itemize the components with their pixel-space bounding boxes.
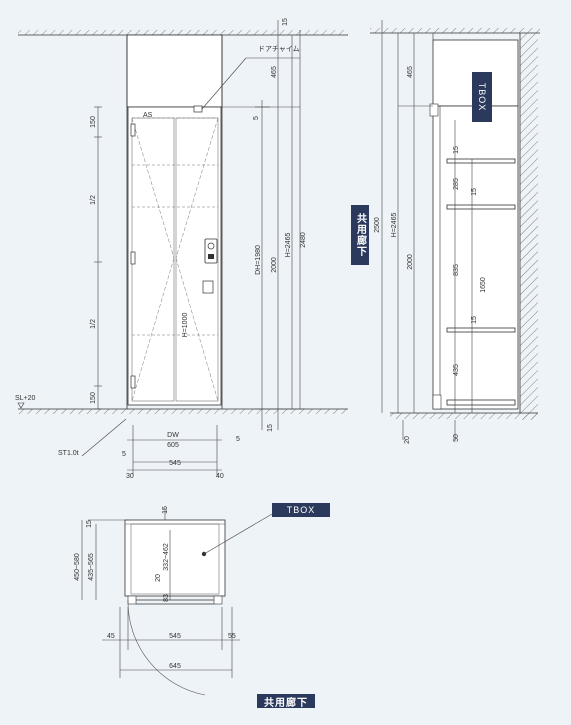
left-dimension-chain	[94, 106, 102, 410]
side-dimension-lines	[381, 20, 473, 440]
ceiling-hatch	[18, 30, 348, 35]
h2465-label: H=2465	[285, 233, 292, 258]
tbox-leader	[203, 513, 273, 555]
hinge-icon	[130, 251, 136, 265]
dim-2480: 2480	[300, 232, 307, 248]
plan-dim-20: 20	[155, 574, 162, 582]
dim-150-top: 150	[90, 116, 97, 128]
hinge-icon	[130, 123, 136, 137]
plan-dimension-lines	[81, 508, 240, 678]
corridor-tag-right: 共用廊下	[351, 205, 369, 265]
side-dim-465: 465	[407, 66, 414, 78]
door-chime-icon	[193, 105, 203, 113]
floor-hatch	[18, 409, 348, 414]
side-dim-285: 285	[453, 178, 460, 190]
door-chime-label: ドアチャイム	[258, 45, 300, 53]
plan-outer-box	[124, 519, 226, 597]
plan-dim-15-top: 15	[162, 506, 169, 514]
side-chime-icon	[429, 103, 439, 117]
dim-15-bottom: 15	[267, 424, 274, 432]
plan-dim-45: 45	[107, 633, 115, 640]
dim-150-bottom: 150	[90, 392, 97, 404]
dw-label: DW	[167, 432, 179, 439]
dim-465: 465	[271, 66, 278, 78]
right-dimension-lines	[222, 20, 305, 430]
plan-dim-55: 55	[228, 633, 236, 640]
plan-dim-645: 645	[169, 663, 181, 670]
side-dim-20: 20	[404, 436, 411, 444]
st-label: ST1.0t	[58, 450, 79, 457]
dim-half-bottom: 1/2	[90, 319, 97, 329]
plan-dim-15-left: 15	[86, 520, 93, 528]
plan-dim-545: 545	[169, 633, 181, 640]
upper-frame	[126, 34, 223, 108]
side-section: TBOX 2500 H=2465 465 2000 15 285 15 835 …	[370, 20, 540, 444]
side-shelves	[446, 158, 516, 406]
corridor-tag-bottom: 共用廊下	[257, 694, 315, 709]
plan-dim-332-462: 332~462	[163, 543, 170, 571]
side-dim-50: 50	[453, 434, 460, 442]
dh-label: DH=1980	[255, 245, 262, 275]
tbox-plan-tag: TBOX	[272, 503, 330, 517]
plan-view: 15 15 450~580 435~565 332~462 20 83 45 5…	[74, 506, 273, 696]
side-dim-835: 835	[453, 264, 460, 276]
dim-545: 545	[169, 460, 181, 467]
side-dim-15-b: 15	[471, 188, 478, 196]
sl-label: SL+20	[15, 395, 36, 402]
opening-diagonals	[131, 117, 219, 402]
tbox-plan-label: TBOX	[286, 505, 316, 515]
side-dim-435: 435	[453, 364, 460, 376]
dim-2500: 2500	[374, 217, 381, 233]
dim-40: 40	[216, 473, 224, 480]
tbox-side-label: TBOX	[477, 83, 487, 112]
h1000-label: H=1000	[182, 313, 189, 338]
dim-2000: 2000	[271, 257, 278, 273]
corridor-label-bottom: 共用廊下	[264, 697, 308, 709]
dim-half-top: 1/2	[90, 195, 97, 205]
side-floor-hatch	[390, 413, 538, 419]
dim-5-left: 5	[122, 451, 126, 458]
dim-5-right: 5	[236, 436, 240, 443]
plan-dim-435-565: 435~565	[88, 553, 95, 581]
side-dim-2000: 2000	[407, 254, 414, 270]
side-cabinet	[432, 105, 519, 410]
dim-30: 30	[126, 473, 134, 480]
dim-5: 5	[253, 116, 260, 120]
h2465-side-label: H=2465	[391, 213, 398, 238]
plan-dim-450-580: 450~580	[74, 553, 81, 581]
door-swing-arc	[127, 599, 206, 696]
dim-15-top: 15	[282, 18, 289, 26]
side-ceiling-hatch	[370, 28, 540, 33]
side-dim-15-c: 15	[471, 316, 478, 324]
tbox-side-tag	[472, 72, 492, 122]
as-label: AS	[143, 112, 153, 119]
control-panel-icon	[204, 238, 218, 264]
bottom-dimension-lines	[127, 425, 222, 475]
side-wall-hatch	[520, 33, 538, 420]
plan-dim-83: 83	[163, 594, 170, 602]
dim-605: 605	[167, 442, 179, 449]
hinge-icon	[130, 375, 136, 389]
sl-marker-icon	[17, 402, 25, 409]
side-dim-1650: 1650	[480, 277, 487, 293]
front-elevation: 150 1/2 1/2 150 15 465 5 DH=1980 2000 H=…	[15, 18, 348, 480]
corridor-label-right: 共用廊下	[354, 213, 366, 257]
side-dim-15-a: 15	[453, 146, 460, 154]
handle-icon	[202, 280, 214, 294]
